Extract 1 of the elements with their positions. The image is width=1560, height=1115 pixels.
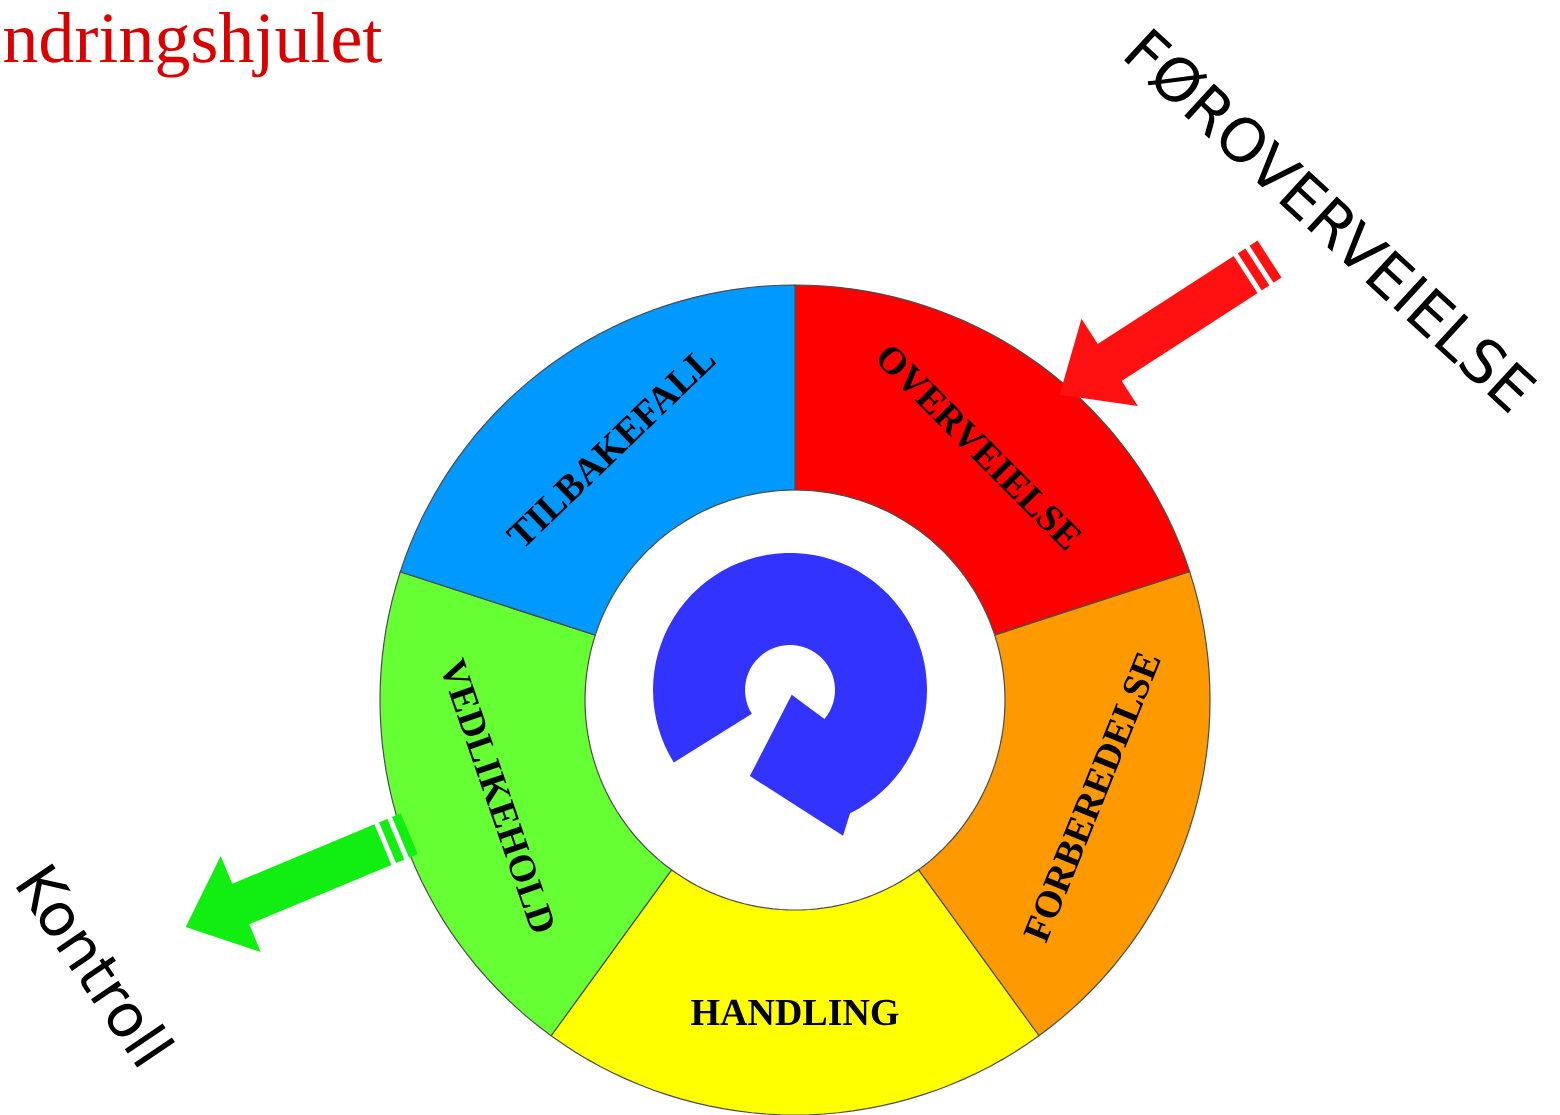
title: ndringshjulet [4,12,382,78]
